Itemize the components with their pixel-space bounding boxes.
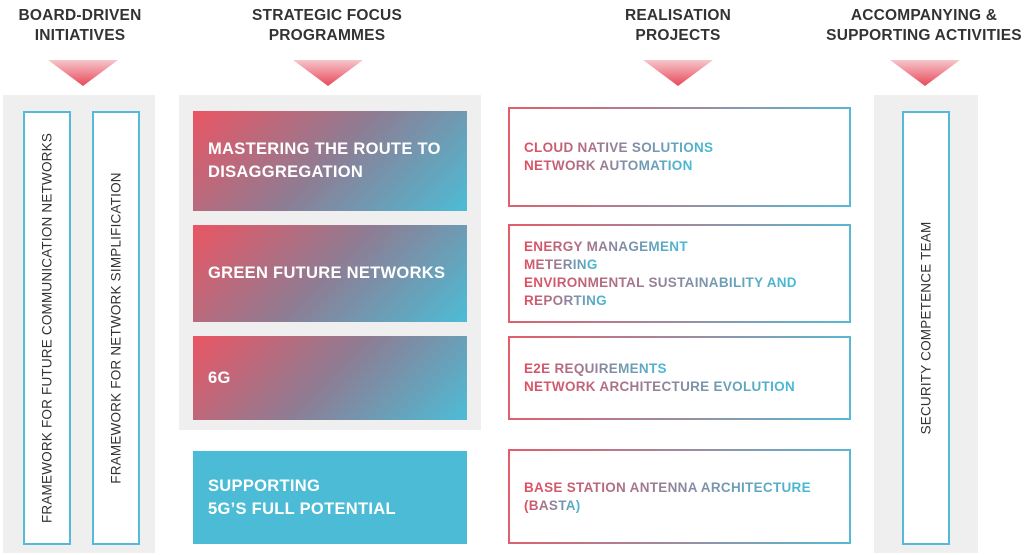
header-line: SUPPORTING ACTIVITIES — [826, 27, 1022, 44]
programme-label: GREEN FUTURE NETWORKS — [208, 264, 446, 282]
chevron-down-icon — [643, 60, 713, 86]
programme-label: MASTERING THE ROUTE TO — [208, 140, 441, 158]
programme-green-future-networks: GREEN FUTURE NETWORKS — [193, 225, 467, 322]
header-line: STRATEGIC FOCUS — [252, 7, 402, 24]
programme-supporting-5g-full-potential: SUPPORTING 5G’S FULL POTENTIAL — [193, 451, 467, 544]
header-line: INITIATIVES — [34, 27, 126, 44]
initiative-framework-network-simplification: FRAMEWORK FOR NETWORK SIMPLIFICATION — [92, 111, 140, 545]
header-realisation-projects: REALISATION PROJECTS — [580, 6, 776, 46]
project-item: NETWORK ARCHITECTURE EVOLUTION — [524, 379, 795, 394]
initiative-framework-future-communication-networks: FRAMEWORK FOR FUTURE COMMUNICATION NETWO… — [23, 111, 71, 545]
project-box-basta: BASE STATION ANTENNA ARCHITECTURE (BASTA… — [508, 449, 851, 544]
activity-security-competence-team: SECURITY COMPETENCE TEAM — [902, 111, 950, 545]
activity-label: SECURITY COMPETENCE TEAM — [918, 221, 934, 435]
project-item: CLOUD NATIVE SOLUTIONS — [524, 140, 714, 155]
programme-label: DISAGGREGATION — [208, 163, 364, 181]
initiative-label: FRAMEWORK FOR NETWORK SIMPLIFICATION — [108, 172, 124, 484]
project-item: E2E REQUIREMENTS — [524, 361, 667, 376]
header-board-driven-initiatives: BOARD-DRIVEN INITIATIVES — [0, 6, 160, 46]
header-line: PROGRAMMES — [268, 27, 386, 44]
project-item: REPORTING — [524, 292, 607, 308]
chevron-down-icon — [48, 60, 118, 86]
project-item: ENVIRONMENTAL SUSTAINABILITY AND — [524, 274, 797, 290]
programme-label: SUPPORTING — [208, 476, 321, 495]
header-line: PROJECTS — [635, 27, 721, 44]
programme-label: 5G’S FULL POTENTIAL — [208, 499, 396, 518]
header-strategic-focus-programmes: STRATEGIC FOCUS PROGRAMMES — [230, 6, 424, 46]
project-item: NETWORK AUTOMATION — [524, 158, 693, 173]
header-accompanying-supporting-activities: ACCOMPANYING & SUPPORTING ACTIVITIES — [818, 6, 1030, 46]
project-item: (BASTA) — [524, 497, 581, 513]
header-line: REALISATION — [624, 7, 732, 24]
programme-mastering-route-to-disaggregation: MASTERING THE ROUTE TO DISAGGREGATION — [193, 111, 467, 211]
header-line: BOARD-DRIVEN — [18, 7, 142, 24]
project-item: ENERGY MANAGEMENT — [524, 238, 688, 254]
header-line: ACCOMPANYING & — [850, 7, 998, 24]
project-box-cloud-native: CLOUD NATIVE SOLUTIONS NETWORK AUTOMATIO… — [508, 107, 851, 207]
project-box-e2e: E2E REQUIREMENTS NETWORK ARCHITECTURE EV… — [508, 336, 851, 420]
chevron-down-icon — [293, 60, 363, 86]
project-item: METERING — [524, 256, 598, 272]
chevron-down-icon — [890, 60, 960, 86]
programme-label: 6G — [208, 368, 231, 387]
programme-6g: 6G — [193, 336, 467, 420]
project-item: BASE STATION ANTENNA ARCHITECTURE — [524, 479, 811, 495]
project-box-energy: ENERGY MANAGEMENT METERING ENVIRONMENTAL… — [508, 224, 851, 323]
initiative-label: FRAMEWORK FOR FUTURE COMMUNICATION NETWO… — [39, 132, 55, 524]
